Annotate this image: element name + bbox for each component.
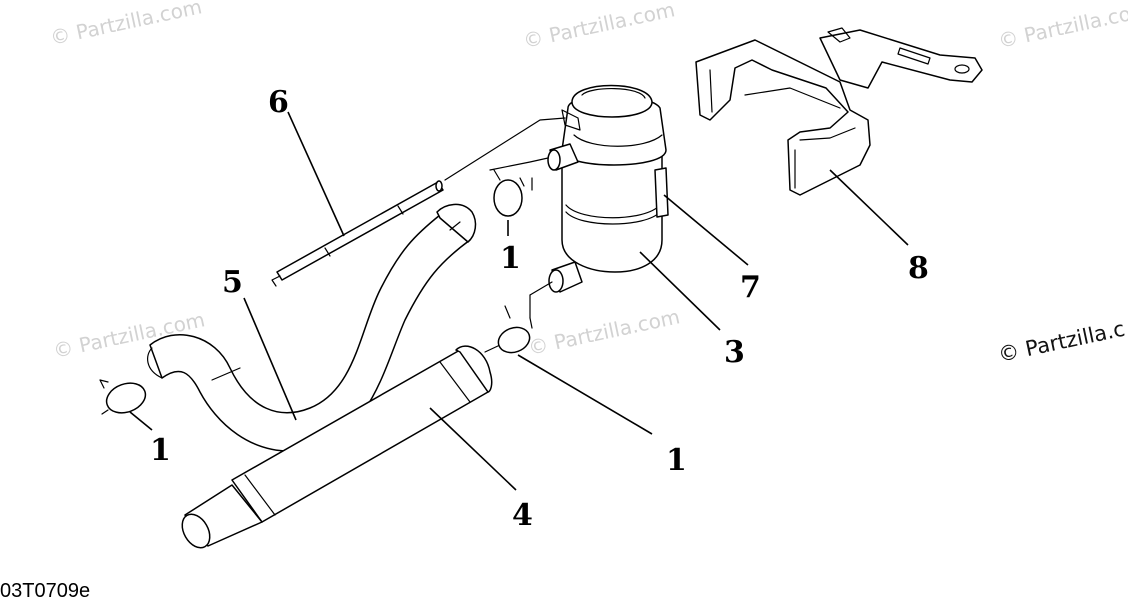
watermark-corner: © Partzilla.c bbox=[996, 317, 1127, 367]
canister-part bbox=[547, 84, 669, 293]
clamps-part bbox=[99, 169, 533, 415]
callout-3: 3 bbox=[724, 335, 745, 370]
diagram-code: 03T0709e bbox=[0, 580, 91, 602]
callout-8: 8 bbox=[908, 251, 929, 286]
callout-7: 7 bbox=[740, 270, 761, 305]
callout-labels: 6 5 1 1 1 4 3 7 8 bbox=[150, 85, 929, 533]
pipe-part bbox=[271, 180, 444, 287]
callout-5: 5 bbox=[222, 265, 243, 300]
callout-1-left: 1 bbox=[150, 433, 171, 468]
watermark-top-left: © Partzilla.com bbox=[48, 0, 204, 50]
large-hose-part bbox=[181, 345, 493, 549]
callout-1-top: 1 bbox=[500, 241, 521, 276]
curved-hose-part bbox=[147, 203, 477, 452]
watermark-top-center: © Partzilla.com bbox=[521, 0, 677, 53]
callout-6: 6 bbox=[268, 85, 289, 120]
callout-4: 4 bbox=[512, 498, 533, 533]
callout-1-lower: 1 bbox=[666, 443, 687, 478]
connector-lines bbox=[444, 117, 566, 353]
watermark-middle-center: © Partzilla.com bbox=[526, 304, 682, 360]
watermark-top-right: © Partzilla.com bbox=[996, 0, 1128, 53]
leader-lines bbox=[129, 111, 909, 491]
bracket-part bbox=[695, 27, 983, 196]
